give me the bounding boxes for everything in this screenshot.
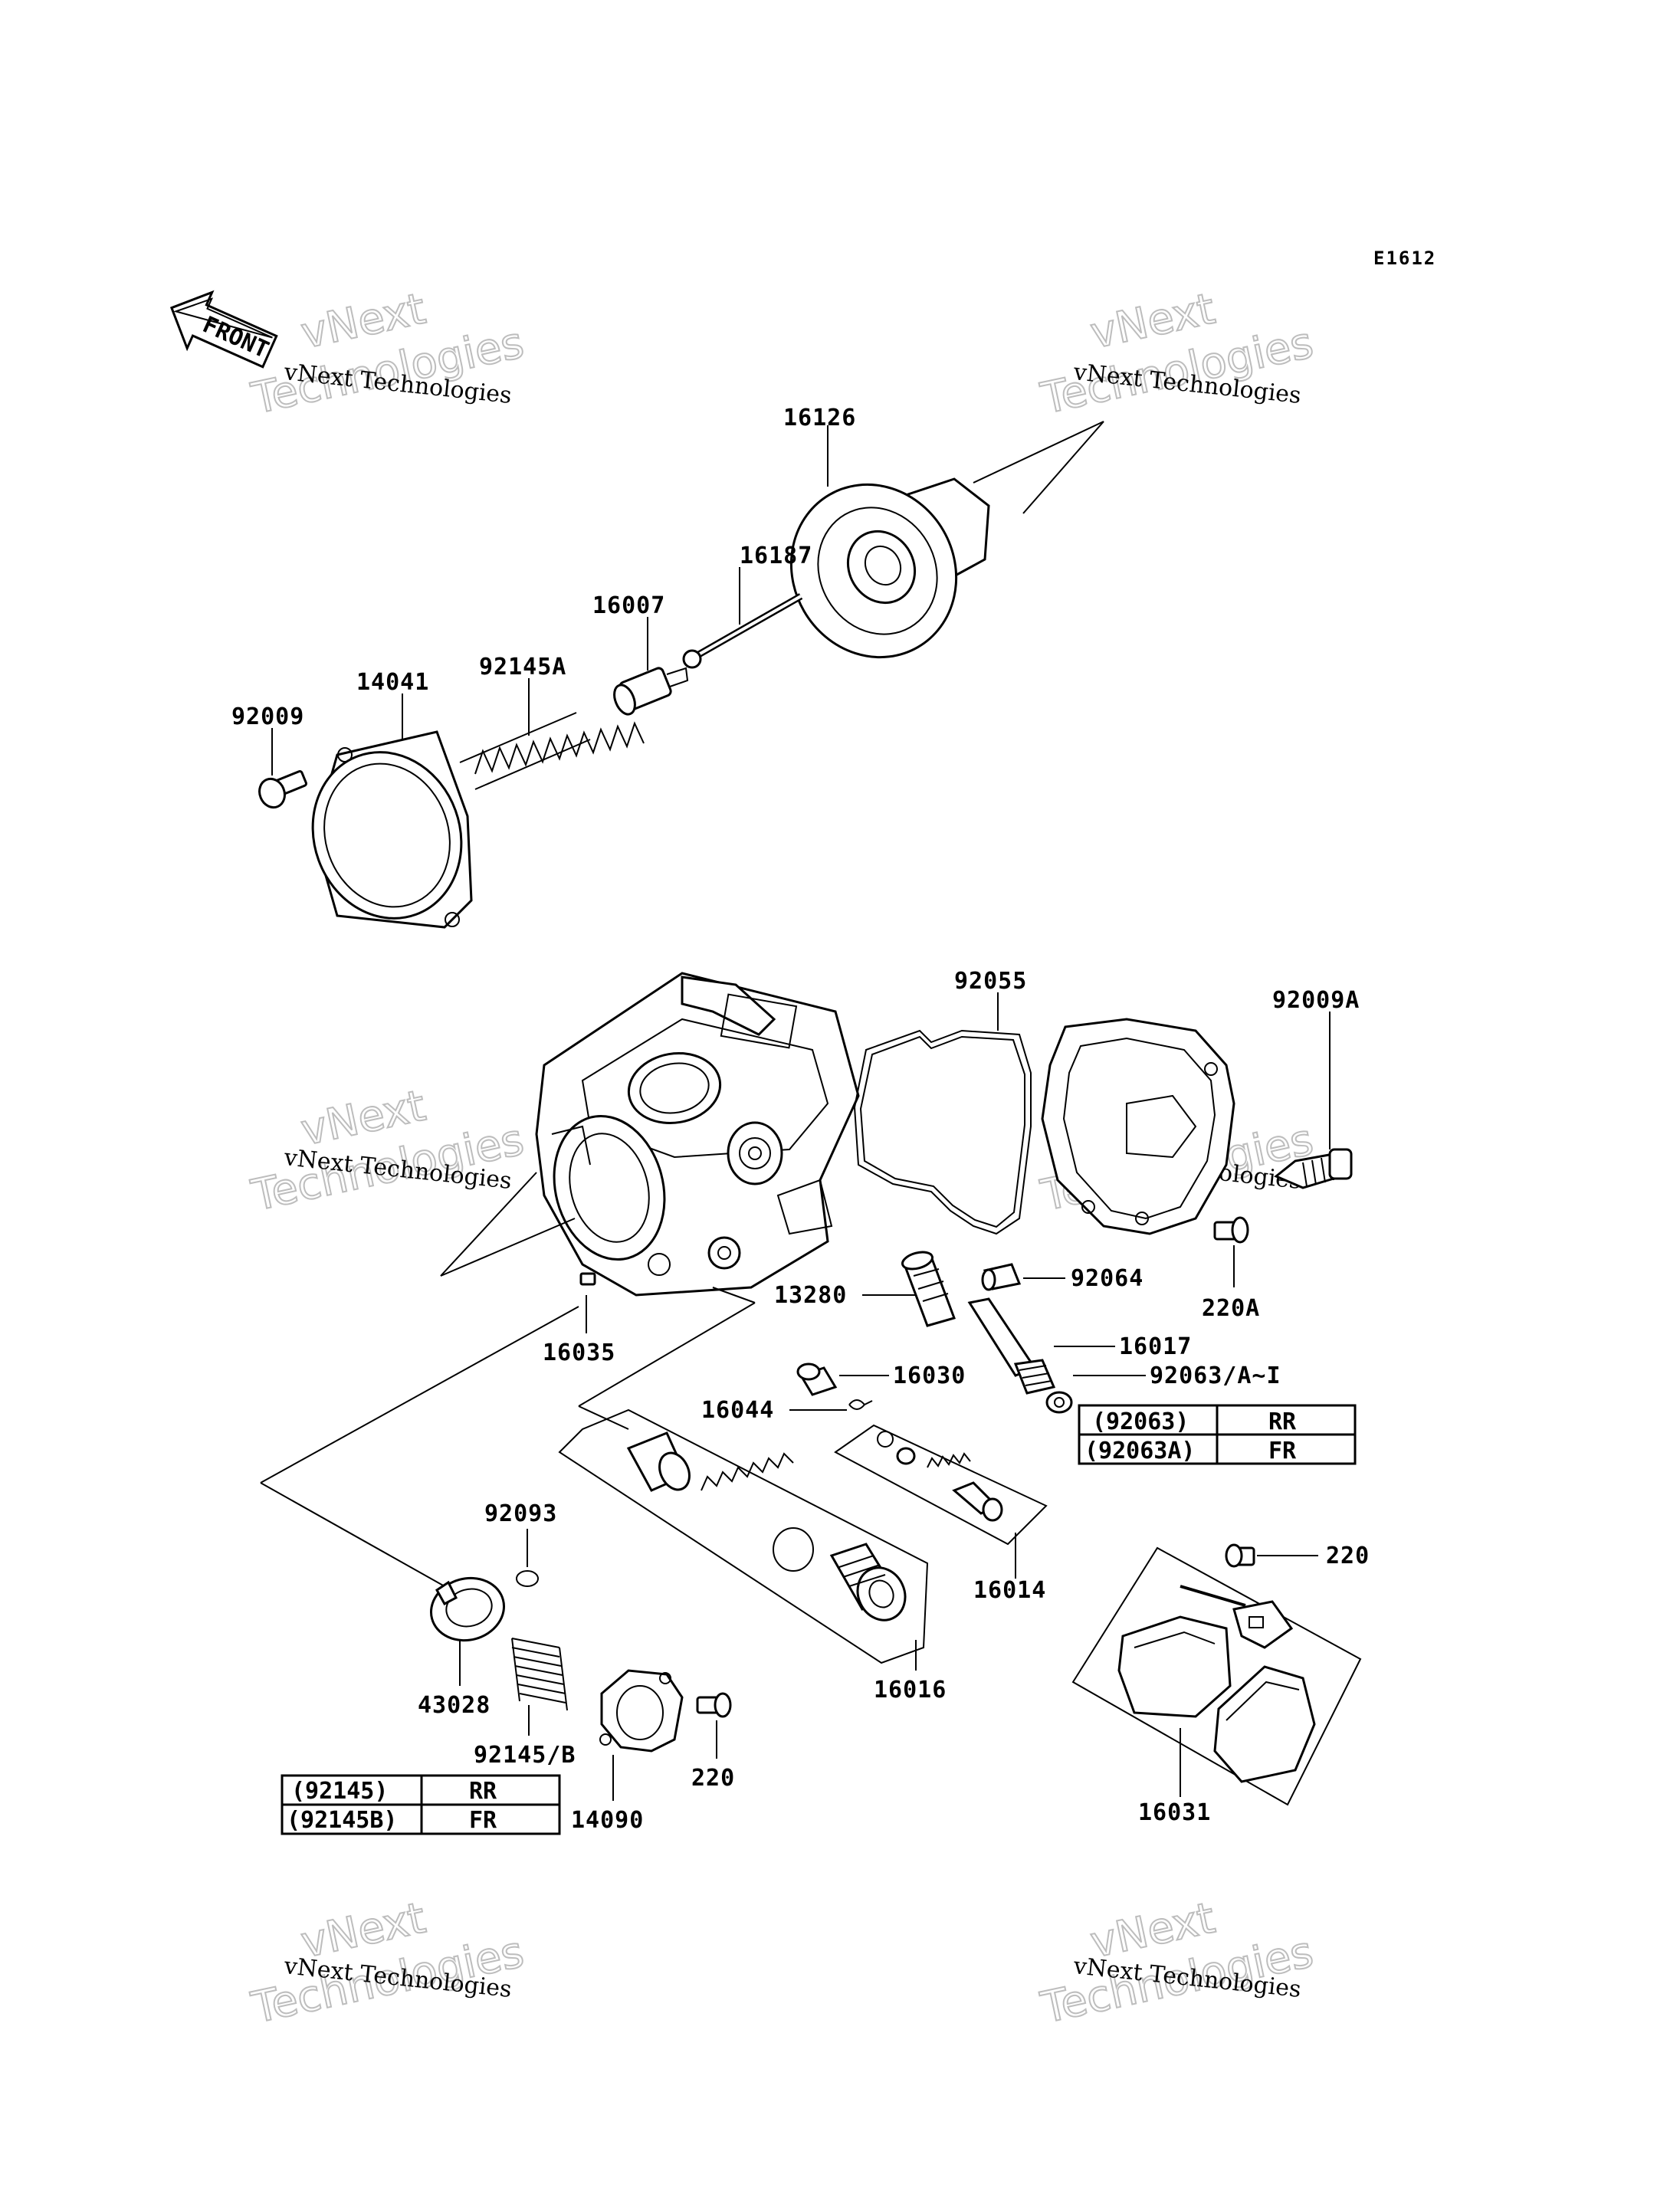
- part-16035-plug: [579, 1272, 596, 1286]
- part-220-screw-bottom: [696, 1692, 732, 1718]
- boundary-line-c: [712, 1287, 756, 1303]
- part-92064-pilot-jet: [981, 1263, 1022, 1291]
- label-43028: 43028: [418, 1692, 491, 1719]
- part-16187-jet-needle: [682, 593, 803, 669]
- table-92063: (92063) RR (92063A) FR: [1078, 1404, 1357, 1465]
- label-92064: 92064: [1071, 1265, 1144, 1292]
- leader-watermark-b: [1022, 421, 1104, 514]
- part-16016-starter-assembly: [558, 1408, 929, 1664]
- diagram-code: E1612: [1373, 248, 1436, 269]
- boundary-line-b: [260, 1482, 445, 1587]
- label-16014: 16014: [973, 1577, 1046, 1604]
- table-92063-row2-code: (92063A): [1084, 1438, 1196, 1464]
- front-arrow-icon: FRONT: [169, 290, 278, 369]
- watermark-mid-left: vNext Technologies: [247, 1080, 529, 1222]
- part-92009-screw: [258, 770, 307, 809]
- label-92063: 92063/A~I: [1150, 1362, 1281, 1389]
- part-220-screw-right: [1225, 1543, 1255, 1568]
- label-220-bottom: 220: [691, 1765, 735, 1792]
- table-92145-row2-code: (92145B): [287, 1807, 398, 1834]
- label-16007: 16007: [592, 592, 665, 619]
- label-16031: 16031: [1138, 1799, 1211, 1826]
- part-float-bowl-cover: [1041, 1018, 1235, 1235]
- label-14041: 14041: [356, 669, 429, 696]
- part-92145A-spring: [459, 712, 645, 790]
- table-92145: (92145) RR (92145B) FR: [281, 1774, 561, 1835]
- part-92093-o-ring: [516, 1570, 539, 1587]
- part-92009A-screw: [1274, 1148, 1353, 1189]
- part-16030-plunger: [796, 1362, 838, 1396]
- watermark-bottom-left: vNext Technologies: [247, 1893, 529, 2035]
- part-16017-main-jet: [967, 1297, 1056, 1395]
- table-92063-row1-pos: RR: [1268, 1408, 1297, 1435]
- label-14090: 14090: [571, 1807, 644, 1834]
- label-16017: 16017: [1119, 1333, 1192, 1360]
- label-16187: 16187: [740, 543, 812, 569]
- label-92145B: 92145/B: [474, 1742, 576, 1769]
- boundary-line-d: [578, 1302, 756, 1407]
- label-16016: 16016: [874, 1677, 947, 1703]
- part-16014-pilot-screw-assembly: [834, 1424, 1048, 1546]
- label-92145A: 92145A: [479, 654, 566, 680]
- label-16030: 16030: [893, 1362, 966, 1389]
- table-92145-row1-pos: RR: [469, 1778, 497, 1805]
- label-16126: 16126: [783, 405, 856, 431]
- part-13280-jet-holder: [901, 1251, 956, 1327]
- part-14090-cap: [599, 1669, 684, 1753]
- label-16044: 16044: [701, 1397, 774, 1424]
- part-16044-clip: [848, 1399, 873, 1410]
- part-220A-screw: [1213, 1216, 1249, 1244]
- label-220-right: 220: [1326, 1543, 1370, 1569]
- part-16126-vacuum-piston: [789, 477, 990, 659]
- part-92063-jet: [1045, 1391, 1073, 1414]
- label-220A: 220A: [1202, 1295, 1260, 1322]
- table-92145-row2-pos: FR: [469, 1807, 497, 1834]
- label-92093: 92093: [484, 1500, 557, 1527]
- label-92009: 92009: [231, 703, 304, 730]
- part-43028-diaphragm: [429, 1576, 506, 1642]
- table-92063-row1-code: (92063): [1092, 1408, 1189, 1435]
- label-92055: 92055: [954, 968, 1027, 995]
- boundary-line-e: [578, 1405, 629, 1430]
- leader-body-wm-a: [440, 1172, 537, 1277]
- table-92145-row1-code: (92145): [291, 1778, 388, 1805]
- carburetor-body: [535, 972, 860, 1297]
- label-92009A: 92009A: [1272, 987, 1360, 1014]
- watermark-bottom-right: vNext Technologies: [1036, 1893, 1318, 2035]
- label-16035: 16035: [543, 1340, 615, 1366]
- table-92063-row2-pos: FR: [1268, 1438, 1297, 1464]
- part-92055-gasket: [853, 1029, 1032, 1235]
- part-16031-float-assembly: [1071, 1546, 1362, 1806]
- part-92145B-spring: [511, 1638, 568, 1711]
- part-14041-top-cover: [311, 730, 473, 929]
- leader-watermark-a: [973, 421, 1104, 484]
- part-16007-holder: [613, 667, 689, 716]
- boundary-line-a: [260, 1306, 579, 1484]
- leader-body-wm-b: [440, 1218, 576, 1277]
- label-13280: 13280: [774, 1282, 847, 1309]
